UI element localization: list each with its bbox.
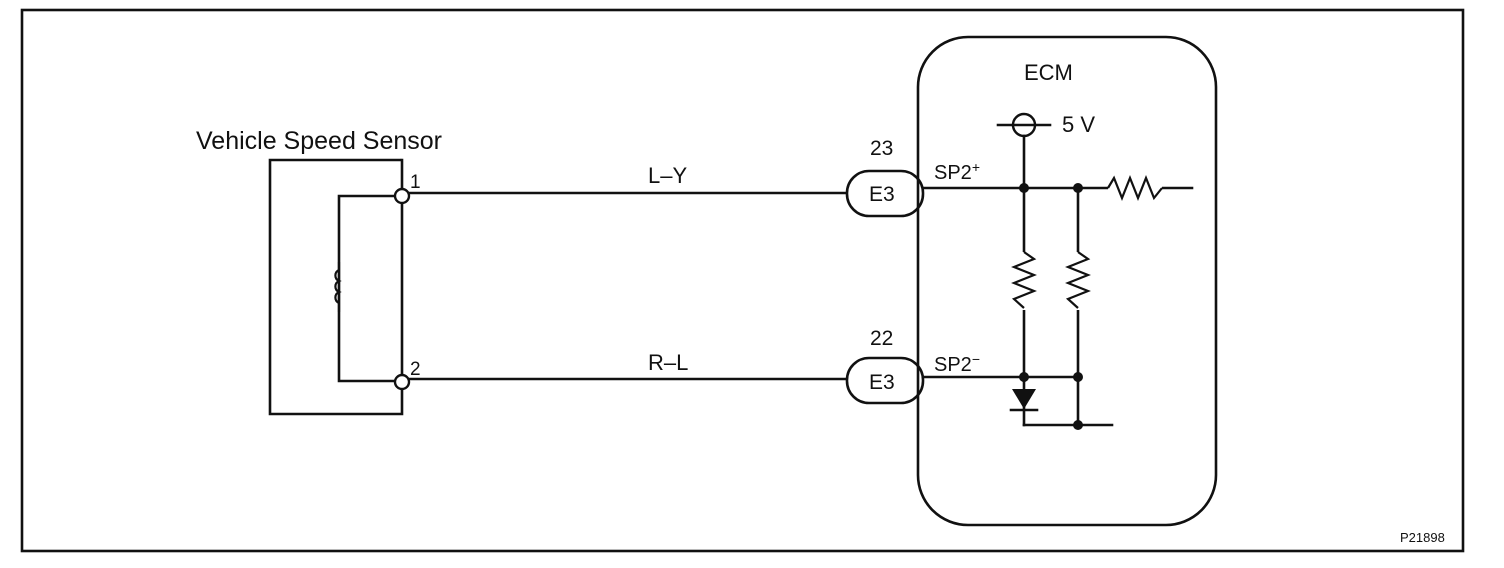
resistor-right-icon: [1065, 251, 1091, 310]
connector-e3-pin-22: 22 E3: [845, 327, 925, 405]
sensor-terminal-2: [393, 373, 411, 391]
diagram-frame: [20, 8, 1465, 553]
ecm-outline: [916, 35, 1218, 527]
ecm-block: ECM 5 V SP2+ SP2−: [916, 35, 1218, 527]
wire-r-l-label: R–L: [648, 350, 688, 375]
connector-bottom-pin-label: 22: [870, 327, 893, 350]
connector-top-code: E3: [869, 183, 895, 206]
vehicle-speed-sensor: Vehicle Speed Sensor 1 2: [196, 127, 442, 416]
sp2-minus-base: SP2: [934, 354, 972, 376]
junction-dot: [1073, 420, 1083, 430]
sp2-plus-label: SP2+: [934, 159, 980, 184]
sp2-minus-label: SP2−: [934, 351, 980, 376]
sensor-internal-wire: [337, 194, 397, 383]
ecm-title: ECM: [1024, 60, 1073, 85]
sensor-housing: [268, 158, 404, 416]
supply-5v-icon: [996, 112, 1052, 190]
wire-l-y-label: L–Y: [648, 163, 687, 188]
sp2-plus-base: SP2: [934, 162, 972, 184]
sensor-title: Vehicle Speed Sensor: [196, 127, 442, 155]
connector-e3-pin-23: 23 E3: [845, 137, 925, 218]
figure-code: P21898: [1400, 530, 1445, 545]
diode-icon: [1009, 389, 1039, 412]
supply-5v-label: 5 V: [1062, 112, 1095, 137]
connector-bottom-shell: [845, 356, 925, 405]
junction-dot: [1019, 372, 1029, 382]
sp2-minus-sign: −: [972, 351, 980, 367]
resistor-left-icon: [1011, 251, 1037, 310]
connector-top-pin-label: 23: [870, 137, 893, 160]
pickup-coil-icon: [334, 262, 342, 312]
sp2-plus-sign: +: [972, 159, 980, 175]
sensor-pin-1-label: 1: [410, 172, 421, 193]
junction-dot: [1019, 183, 1029, 193]
junction-dot: [1073, 372, 1083, 382]
junction-dot: [1073, 183, 1083, 193]
sensor-pin-2-label: 2: [410, 359, 421, 380]
connector-bottom-code: E3: [869, 371, 895, 394]
sensor-terminal-1: [393, 187, 411, 205]
connector-top-shell: [845, 169, 925, 218]
series-resistor-icon: [1107, 175, 1163, 201]
